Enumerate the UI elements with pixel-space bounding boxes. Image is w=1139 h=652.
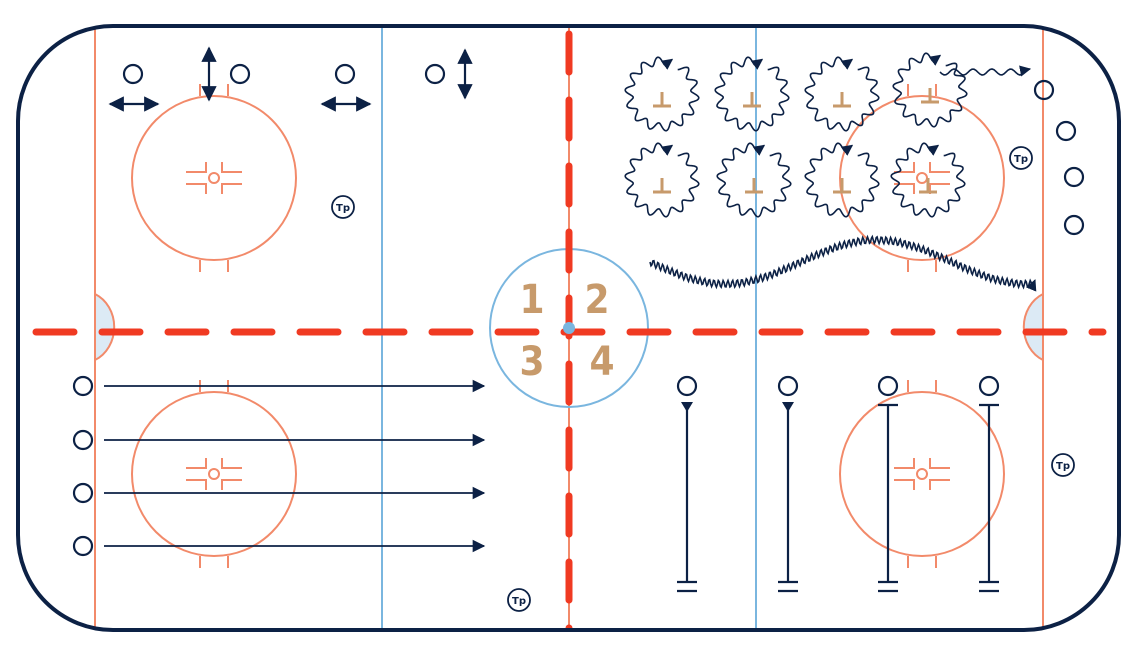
faceoff-circle-top-left (131, 84, 297, 272)
zone-number-1: 1 (519, 277, 544, 323)
goal-crease-left (94, 292, 116, 362)
skate-line-icon (677, 402, 697, 593)
player-icon (1063, 214, 1085, 236)
skate-path-icon (714, 56, 790, 132)
skate-path-icon (804, 56, 880, 132)
skate-line-icon (778, 402, 798, 593)
cone-icon (919, 178, 937, 194)
player-icon (72, 375, 94, 397)
player-icon (1063, 166, 1085, 188)
goal-crease-right (1022, 292, 1044, 362)
skate-path-icon (890, 142, 966, 218)
player-icon (72, 482, 94, 504)
cone-icon (921, 88, 939, 104)
faceoff-circle-bottom-right (839, 380, 1005, 568)
cone-icon (833, 92, 851, 108)
right-board-players (1033, 79, 1085, 236)
skate-path-icon (939, 65, 1032, 77)
trainer-label: Tp (336, 203, 350, 214)
player-icon (777, 375, 799, 397)
trainer-marker: Tp (331, 195, 355, 219)
zone3-drill (72, 375, 486, 557)
player-icon (72, 429, 94, 451)
zone4-drill (676, 375, 1000, 593)
skate-path-icon (892, 52, 968, 128)
player-icon (122, 63, 144, 85)
skate-path-icon (716, 142, 792, 218)
player-icon (72, 535, 94, 557)
cone-icon (743, 92, 761, 108)
trainer-marker: Tp (1051, 453, 1075, 477)
center-dot (563, 322, 575, 334)
ice-surface: 1 2 3 4 (32, 26, 1107, 630)
player-icon (424, 63, 446, 85)
skate-path-icon (649, 234, 1037, 292)
trainer-label: Tp (1056, 461, 1070, 472)
player-icon (334, 63, 356, 85)
skate-path-icon (804, 142, 880, 218)
player-icon (1055, 120, 1077, 142)
zone-number-3: 3 (519, 339, 544, 385)
player-icon (1033, 79, 1055, 101)
zone2-drill (624, 52, 1037, 292)
trainer-marker: Tp (507, 588, 531, 612)
player-icon (676, 375, 698, 397)
trainer-label: Tp (512, 596, 526, 607)
player-icon (877, 375, 899, 397)
trainer-label: Tp (1014, 154, 1028, 165)
cone-icon (653, 92, 671, 108)
zone-number-2: 2 (584, 277, 609, 323)
skate-path-icon (624, 56, 700, 132)
cone-icon (833, 178, 851, 194)
backskate-line-icon (979, 403, 999, 593)
zone1-drill (108, 46, 473, 112)
player-icon (978, 375, 1000, 397)
player-icon (229, 63, 251, 85)
trainer-marker: Tp (1009, 146, 1033, 170)
cone-icon (653, 178, 671, 194)
faceoff-circle-bottom-left (131, 380, 297, 568)
zone-number-4: 4 (589, 339, 614, 385)
cone-icon (745, 178, 763, 194)
skate-path-icon (624, 142, 700, 218)
rink-boards (16, 24, 1121, 632)
backskate-line-icon (878, 403, 898, 593)
